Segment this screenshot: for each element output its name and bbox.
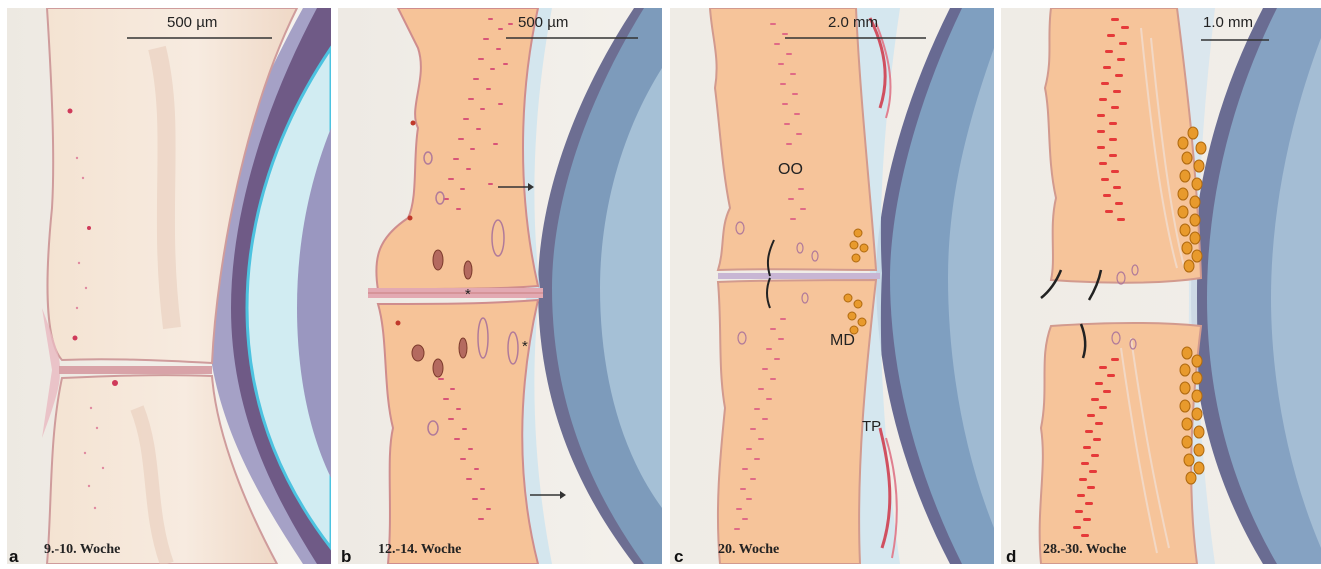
scale-bar-label: 500 µm [518,14,568,31]
gestation-week-label: 12.-14. Woche [378,542,461,558]
panel-d: 1.0 mm 28.-30. Woche [1001,8,1321,564]
panel-letter: c [674,547,683,567]
arrow-icon [498,182,534,192]
panel-a-illustration [7,8,331,564]
panel-c: 2.0 mm OO MD TP 20. Woche [670,8,994,564]
panel-b: 500 µm * * 12.-14. Woche [338,8,662,564]
label-tp: TP [862,418,881,435]
panel-letter: b [341,547,351,567]
asterisk-marker: * [465,286,471,303]
panel-letter: a [9,547,18,567]
panel-c-illustration [670,8,994,564]
panel-b-illustration [338,8,662,564]
asterisk-marker: * [522,338,528,355]
gestation-week-label: 20. Woche [718,542,779,558]
scale-bar-label: 1.0 mm [1203,14,1253,31]
panel-a: 500 µm 9.-10. Woche [7,8,331,564]
scale-bar-label: 500 µm [167,14,217,31]
panel-d-illustration [1001,8,1321,564]
gestation-week-label: 9.-10. Woche [44,542,120,558]
arrow-icon [530,490,566,500]
gestation-week-label: 28.-30. Woche [1043,542,1126,558]
label-md: MD [830,332,855,350]
scale-bar-label: 2.0 mm [828,14,878,31]
panel-letter: d [1006,547,1016,567]
label-oo: OO [778,161,803,179]
